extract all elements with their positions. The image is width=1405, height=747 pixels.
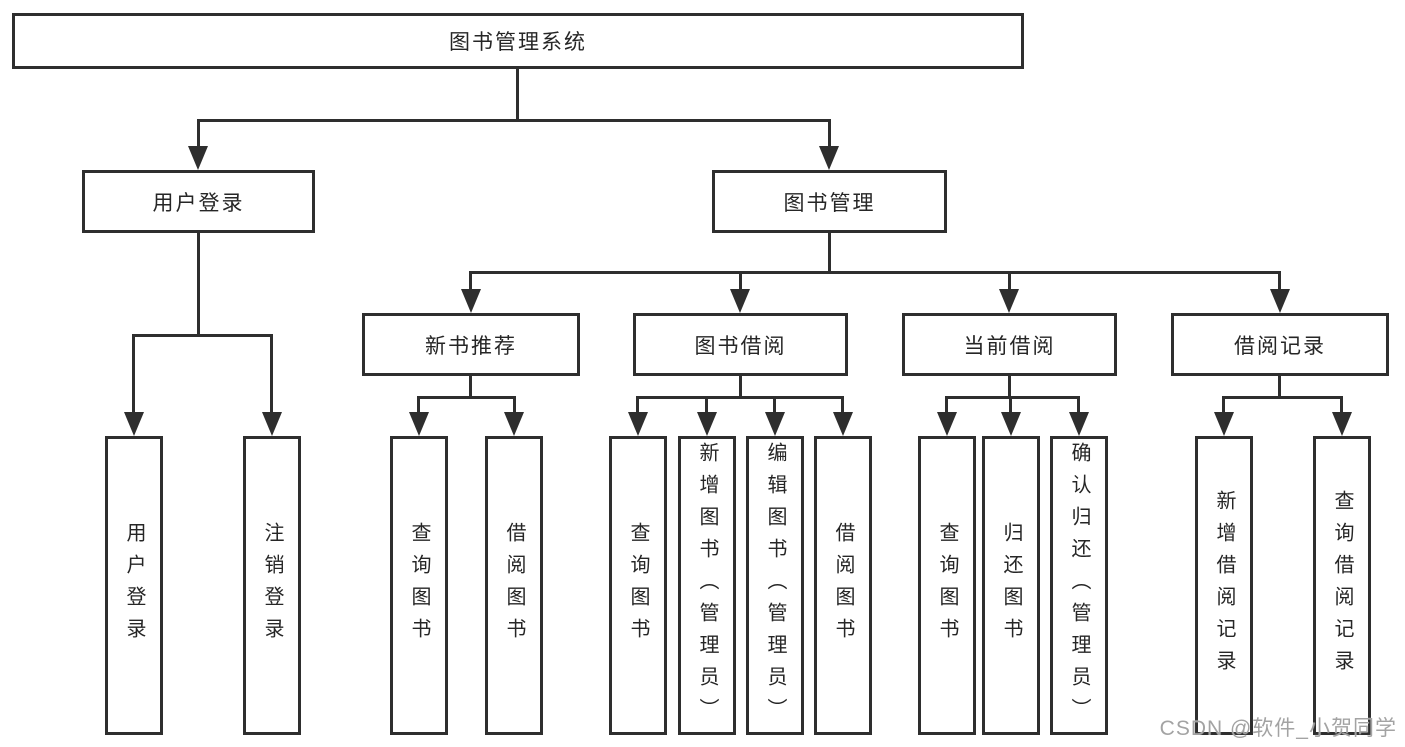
node-current-borrow-label: 当前借阅 xyxy=(963,334,1056,358)
arrowhead xyxy=(409,412,429,436)
leaf-add-book-admin-label: 新增图书（管理员） xyxy=(696,441,718,730)
connector-line xyxy=(1278,271,1281,293)
leaf-logout-label: 注销登录 xyxy=(261,521,283,650)
connector-line xyxy=(417,396,420,415)
arrowhead xyxy=(1001,412,1021,436)
leaf-confirm-return-admin-label: 确认归还（管理员） xyxy=(1068,441,1090,730)
arrowhead xyxy=(504,412,524,436)
node-user-login-label: 用户登录 xyxy=(152,191,245,215)
arrowhead xyxy=(730,289,750,313)
watermark: CSDN @软件_小贺同学 xyxy=(1159,717,1397,740)
connector-line xyxy=(197,119,831,122)
connector-line xyxy=(1222,396,1343,399)
leaf-return-book-label: 归还图书 xyxy=(1000,521,1022,650)
node-book-borrow: 图书借阅 xyxy=(633,313,848,376)
connector-line xyxy=(636,396,639,415)
leaf-query-books-recommend: 查询图书 xyxy=(390,436,448,735)
connector-line xyxy=(1008,376,1011,399)
arrowhead xyxy=(937,412,957,436)
connector-line xyxy=(417,396,516,399)
arrowhead xyxy=(1214,412,1234,436)
connector-line xyxy=(1009,396,1012,415)
leaf-edit-book-admin-label: 编辑图书（管理员） xyxy=(764,441,786,730)
leaf-return-book: 归还图书 xyxy=(982,436,1040,735)
arrowhead xyxy=(188,146,208,170)
node-book-borrow-label: 图书借阅 xyxy=(694,334,787,358)
arrowhead xyxy=(819,146,839,170)
arrowhead xyxy=(1270,289,1290,313)
leaf-query-books-borrow: 查询图书 xyxy=(609,436,667,735)
leaf-borrow-books-recommend-label: 借阅图书 xyxy=(503,521,525,650)
leaf-user-login: 用户登录 xyxy=(105,436,163,735)
connector-line xyxy=(739,376,742,399)
connector-line xyxy=(705,396,708,415)
node-root-label: 图书管理系统 xyxy=(449,31,587,54)
connector-line xyxy=(132,334,135,414)
node-book-management: 图书管理 xyxy=(712,170,947,233)
connector-line xyxy=(469,376,472,399)
connector-line xyxy=(828,233,831,274)
connector-line xyxy=(1008,271,1011,293)
node-new-book-recommend: 新书推荐 xyxy=(362,313,580,376)
leaf-add-borrow-record-label: 新增借阅记录 xyxy=(1213,489,1235,682)
node-user-login: 用户登录 xyxy=(82,170,315,233)
connector-line xyxy=(513,396,516,415)
arrowhead xyxy=(1069,412,1089,436)
arrowhead xyxy=(999,289,1019,313)
leaf-logout: 注销登录 xyxy=(243,436,301,735)
node-root: 图书管理系统 xyxy=(12,13,1024,69)
connector-line xyxy=(270,334,273,414)
leaf-user-login-label: 用户登录 xyxy=(123,521,145,650)
connector-line xyxy=(1077,396,1080,415)
connector-line xyxy=(828,119,831,149)
leaf-borrow-books-label: 借阅图书 xyxy=(832,521,854,650)
arrowhead xyxy=(628,412,648,436)
arrowhead xyxy=(461,289,481,313)
leaf-confirm-return-admin: 确认归还（管理员） xyxy=(1050,436,1108,735)
leaf-add-borrow-record: 新增借阅记录 xyxy=(1195,436,1253,735)
node-borrow-records: 借阅记录 xyxy=(1171,313,1389,376)
arrowhead xyxy=(1332,412,1352,436)
connector-line xyxy=(739,271,742,293)
arrowhead xyxy=(697,412,717,436)
node-book-management-label: 图书管理 xyxy=(783,191,876,215)
leaf-query-books-recommend-label: 查询图书 xyxy=(408,521,430,650)
leaf-query-books-current: 查询图书 xyxy=(918,436,976,735)
node-borrow-records-label: 借阅记录 xyxy=(1234,334,1326,358)
node-new-book-recommend-label: 新书推荐 xyxy=(425,334,517,358)
connector-line xyxy=(945,396,948,415)
leaf-borrow-books-recommend: 借阅图书 xyxy=(485,436,543,735)
connector-line xyxy=(1340,396,1343,415)
leaf-edit-book-admin: 编辑图书（管理员） xyxy=(746,436,804,735)
leaf-query-borrow-record-label: 查询借阅记录 xyxy=(1331,489,1353,682)
connector-line xyxy=(197,233,200,337)
connector-line xyxy=(469,271,472,293)
connector-line xyxy=(516,69,519,121)
connector-line xyxy=(469,271,1281,274)
leaf-query-borrow-record: 查询借阅记录 xyxy=(1313,436,1371,735)
connector-line xyxy=(945,396,1080,399)
connector-line xyxy=(197,119,200,149)
leaf-add-book-admin: 新增图书（管理员） xyxy=(678,436,736,735)
leaf-borrow-books: 借阅图书 xyxy=(814,436,872,735)
connector-line xyxy=(773,396,776,415)
leaf-query-books-current-label: 查询图书 xyxy=(936,521,958,650)
connector-line xyxy=(1222,396,1225,415)
leaf-query-books-borrow-label: 查询图书 xyxy=(627,521,649,650)
connector-line xyxy=(841,396,844,415)
arrowhead xyxy=(833,412,853,436)
arrowhead xyxy=(262,412,282,436)
connector-line xyxy=(132,334,273,337)
connector-line xyxy=(1278,376,1281,399)
arrowhead xyxy=(124,412,144,436)
arrowhead xyxy=(765,412,785,436)
node-current-borrow: 当前借阅 xyxy=(902,313,1117,376)
connector-line xyxy=(636,396,844,399)
